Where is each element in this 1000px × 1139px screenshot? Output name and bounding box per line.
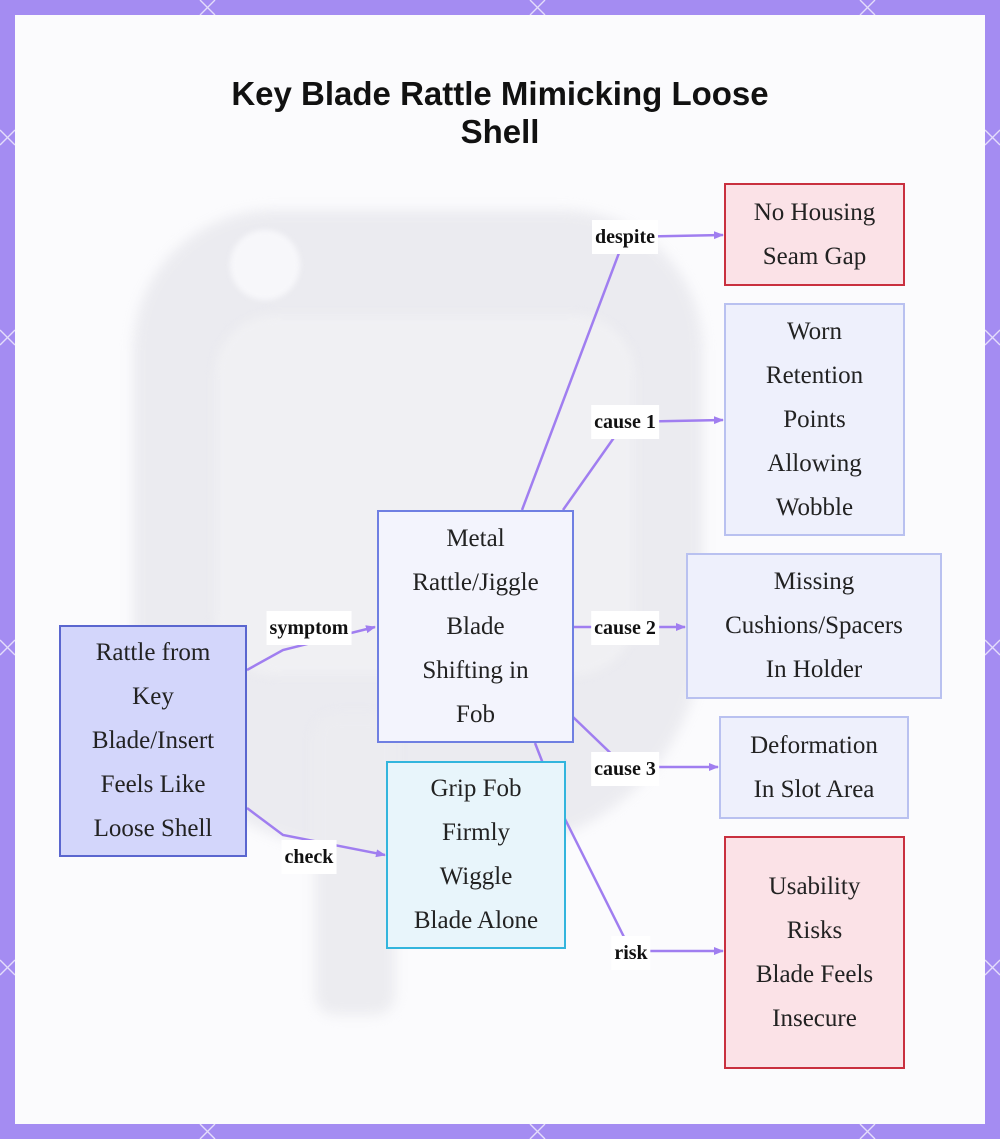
edge-label-symptom: symptom	[267, 611, 352, 645]
node-text-line: Blade	[412, 605, 538, 649]
node-text-line: Wobble	[766, 486, 863, 530]
node-text-line: Missing	[725, 560, 903, 604]
node-metal-rattle-jiggle: Metal Rattle/Jiggle Blade Shifting in Fo…	[377, 510, 574, 743]
node-text-line: No Housing	[754, 191, 876, 235]
node-deformation-in-slot: Deformation In Slot Area	[719, 716, 909, 819]
node-text-line: Shifting in	[412, 649, 538, 693]
node-text-line: Metal	[412, 517, 538, 561]
node-text-line: Key	[92, 675, 214, 719]
diagram-canvas: Key Blade Rattle Mimicking Loose Shell	[15, 15, 985, 1124]
node-text-line: Fob	[412, 693, 538, 737]
node-text-line: Wiggle	[414, 855, 538, 899]
node-text-line: Loose Shell	[92, 807, 214, 851]
node-text-line: Allowing	[766, 442, 863, 486]
node-text-line: Rattle from	[92, 631, 214, 675]
node-missing-cushions-spacers: Missing Cushions/Spacers In Holder	[686, 553, 942, 699]
node-text-line: Deformation	[750, 724, 878, 768]
node-grip-fob-firmly: Grip Fob Firmly Wiggle Blade Alone	[386, 761, 566, 949]
node-text-line: Seam Gap	[754, 235, 876, 279]
node-text-line: Firmly	[414, 811, 538, 855]
edge-label-cause-3: cause 3	[591, 752, 659, 786]
node-rattle-from-key-blade: Rattle from Key Blade/Insert Feels Like …	[59, 625, 247, 857]
edge-label-despite: despite	[592, 220, 658, 254]
node-text-line: Insecure	[756, 997, 873, 1041]
node-text-line: In Holder	[725, 648, 903, 692]
edge-label-check: check	[282, 840, 337, 874]
node-text-line: Blade/Insert	[92, 719, 214, 763]
node-text-line: Worn	[766, 310, 863, 354]
node-text-line: Usability	[756, 865, 873, 909]
node-text-line: Grip Fob	[414, 767, 538, 811]
edge-label-risk: risk	[611, 936, 650, 970]
node-text-line: Risks	[756, 909, 873, 953]
node-text-line: In Slot Area	[750, 768, 878, 812]
node-text-line: Rattle/Jiggle	[412, 561, 538, 605]
node-usability-risks: Usability Risks Blade Feels Insecure	[724, 836, 905, 1069]
node-text-line: Blade Feels	[756, 953, 873, 997]
node-text-line: Blade Alone	[414, 899, 538, 943]
edge-despite	[522, 235, 723, 510]
node-text-line: Points	[766, 398, 863, 442]
edge-label-cause-2: cause 2	[591, 611, 659, 645]
node-text-line: Retention	[766, 354, 863, 398]
node-text-line: Feels Like	[92, 763, 214, 807]
node-text-line: Cushions/Spacers	[725, 604, 903, 648]
node-no-housing-seam-gap: No Housing Seam Gap	[724, 183, 905, 286]
node-worn-retention-points: Worn Retention Points Allowing Wobble	[724, 303, 905, 536]
edge-label-cause-1: cause 1	[591, 405, 659, 439]
